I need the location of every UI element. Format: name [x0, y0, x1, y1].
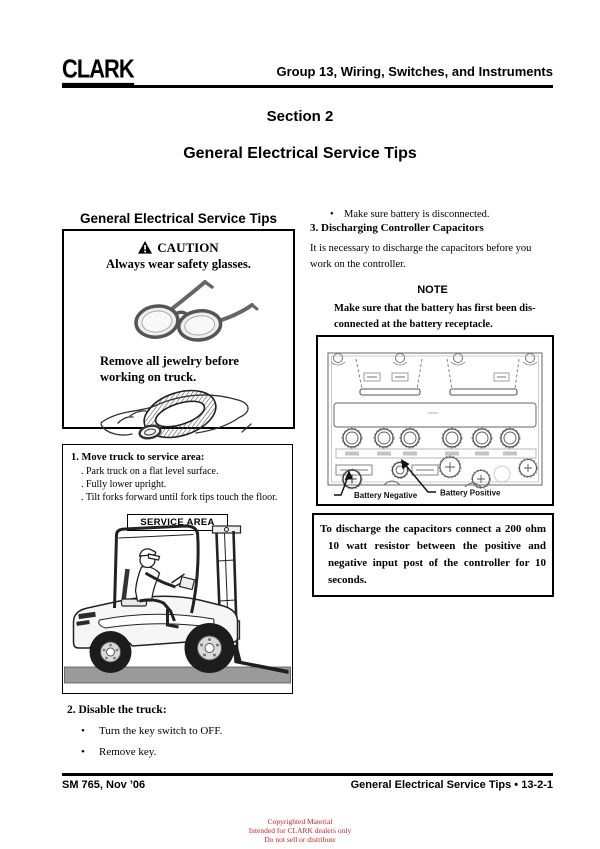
battery-bullet-text: Make sure battery is disconnected. [344, 209, 490, 220]
footer-page-ref: General Electrical Service Tips • 13-2-1 [350, 779, 553, 791]
controller-diagram-box: Battery Negative Battery Positive [316, 335, 554, 506]
step2-item-text: Turn the key switch to OFF. [99, 725, 223, 737]
step3-title: 3. Discharging Controller Capacitors [310, 222, 484, 234]
step1-item: . Fully lower upright. [81, 479, 167, 491]
forklift-illustration [64, 524, 291, 684]
bullet-glyph: • [81, 725, 85, 737]
step2-section: 2. Disable the truck: • Turn the key swi… [67, 704, 307, 758]
caution-row: CAUTION [64, 240, 293, 256]
discharge-instruction-box: To discharge the capacitors connect a 20… [312, 513, 554, 597]
discharge-instruction-text: To discharge the capacitors connect a 20… [320, 523, 546, 587]
section-title: Section 2 [266, 108, 334, 125]
step2-item-text: Remove key. [99, 746, 157, 758]
caution-box: CAUTION Always wear safety glasses. Remo… [62, 229, 295, 440]
copyright-notice: Copyrighted Material Intended for CLARK … [0, 817, 600, 844]
copyright-line: Copyrighted Material [267, 817, 333, 826]
step2-title: 2. Disable the truck: [67, 704, 167, 716]
note-line: Make sure that the battery has first bee… [334, 303, 536, 315]
bullet-glyph: • [330, 209, 334, 220]
page-title: General Electrical Service Tips [183, 145, 417, 162]
copyright-line: Intended for CLARK dealers only [248, 826, 352, 835]
battery-negative-label: Battery Negative [354, 491, 418, 500]
footer-manual-id: SM 765, Nov ’06 [62, 779, 146, 791]
step1-list: . Park truck on a flat level surface. . … [81, 465, 284, 505]
safety-glasses-illustration [133, 280, 258, 342]
controller-diagram-illustration: Battery Negative Battery Positive [327, 352, 543, 500]
caution-triangle-icon [138, 241, 153, 254]
step2-item: • Turn the key switch to OFF. [67, 725, 307, 737]
jewelry-text: Remove all jewelry before working on tru… [100, 354, 239, 384]
left-column-heading: General Electrical Service Tips [79, 211, 278, 226]
step1-title: 1. Move truck to service area: [71, 452, 205, 463]
step2-item: • Remove key. [67, 746, 307, 758]
bullet-glyph: • [81, 746, 85, 758]
caution-label: CAUTION [157, 240, 219, 255]
discharge-paragraph: It is necessary to discharge the capacit… [310, 243, 532, 270]
group-title: Group 13, Wiring, Switches, and Instrume… [276, 64, 553, 79]
header-rule [62, 85, 553, 88]
note-line: connected at the battery receptacle. [334, 318, 493, 330]
note-text: Make sure that the battery has first bee… [334, 301, 555, 333]
note-label: NOTE [417, 284, 448, 297]
jewelry-watch-illustration [100, 390, 252, 440]
service-area-sign: SERVICE AREA [127, 513, 228, 531]
clark-logo: CLARK [62, 55, 135, 87]
battery-bullet-item: • Make sure battery is disconnected. [310, 209, 555, 220]
copyright-line: Do not sell or distribute [264, 835, 336, 844]
footer-rule [62, 773, 553, 776]
step1-item: . Tilt forks forward until fork tips tou… [81, 492, 278, 504]
step1-box: 1. Move truck to service area: . Park tr… [62, 444, 293, 694]
step1-item: . Park truck on a flat level surface. [81, 466, 219, 477]
right-column: • Make sure battery is disconnected. 3. … [310, 209, 555, 333]
safety-glasses-text: Always wear safety glasses. [106, 257, 251, 271]
battery-positive-label: Battery Positive [440, 489, 501, 498]
